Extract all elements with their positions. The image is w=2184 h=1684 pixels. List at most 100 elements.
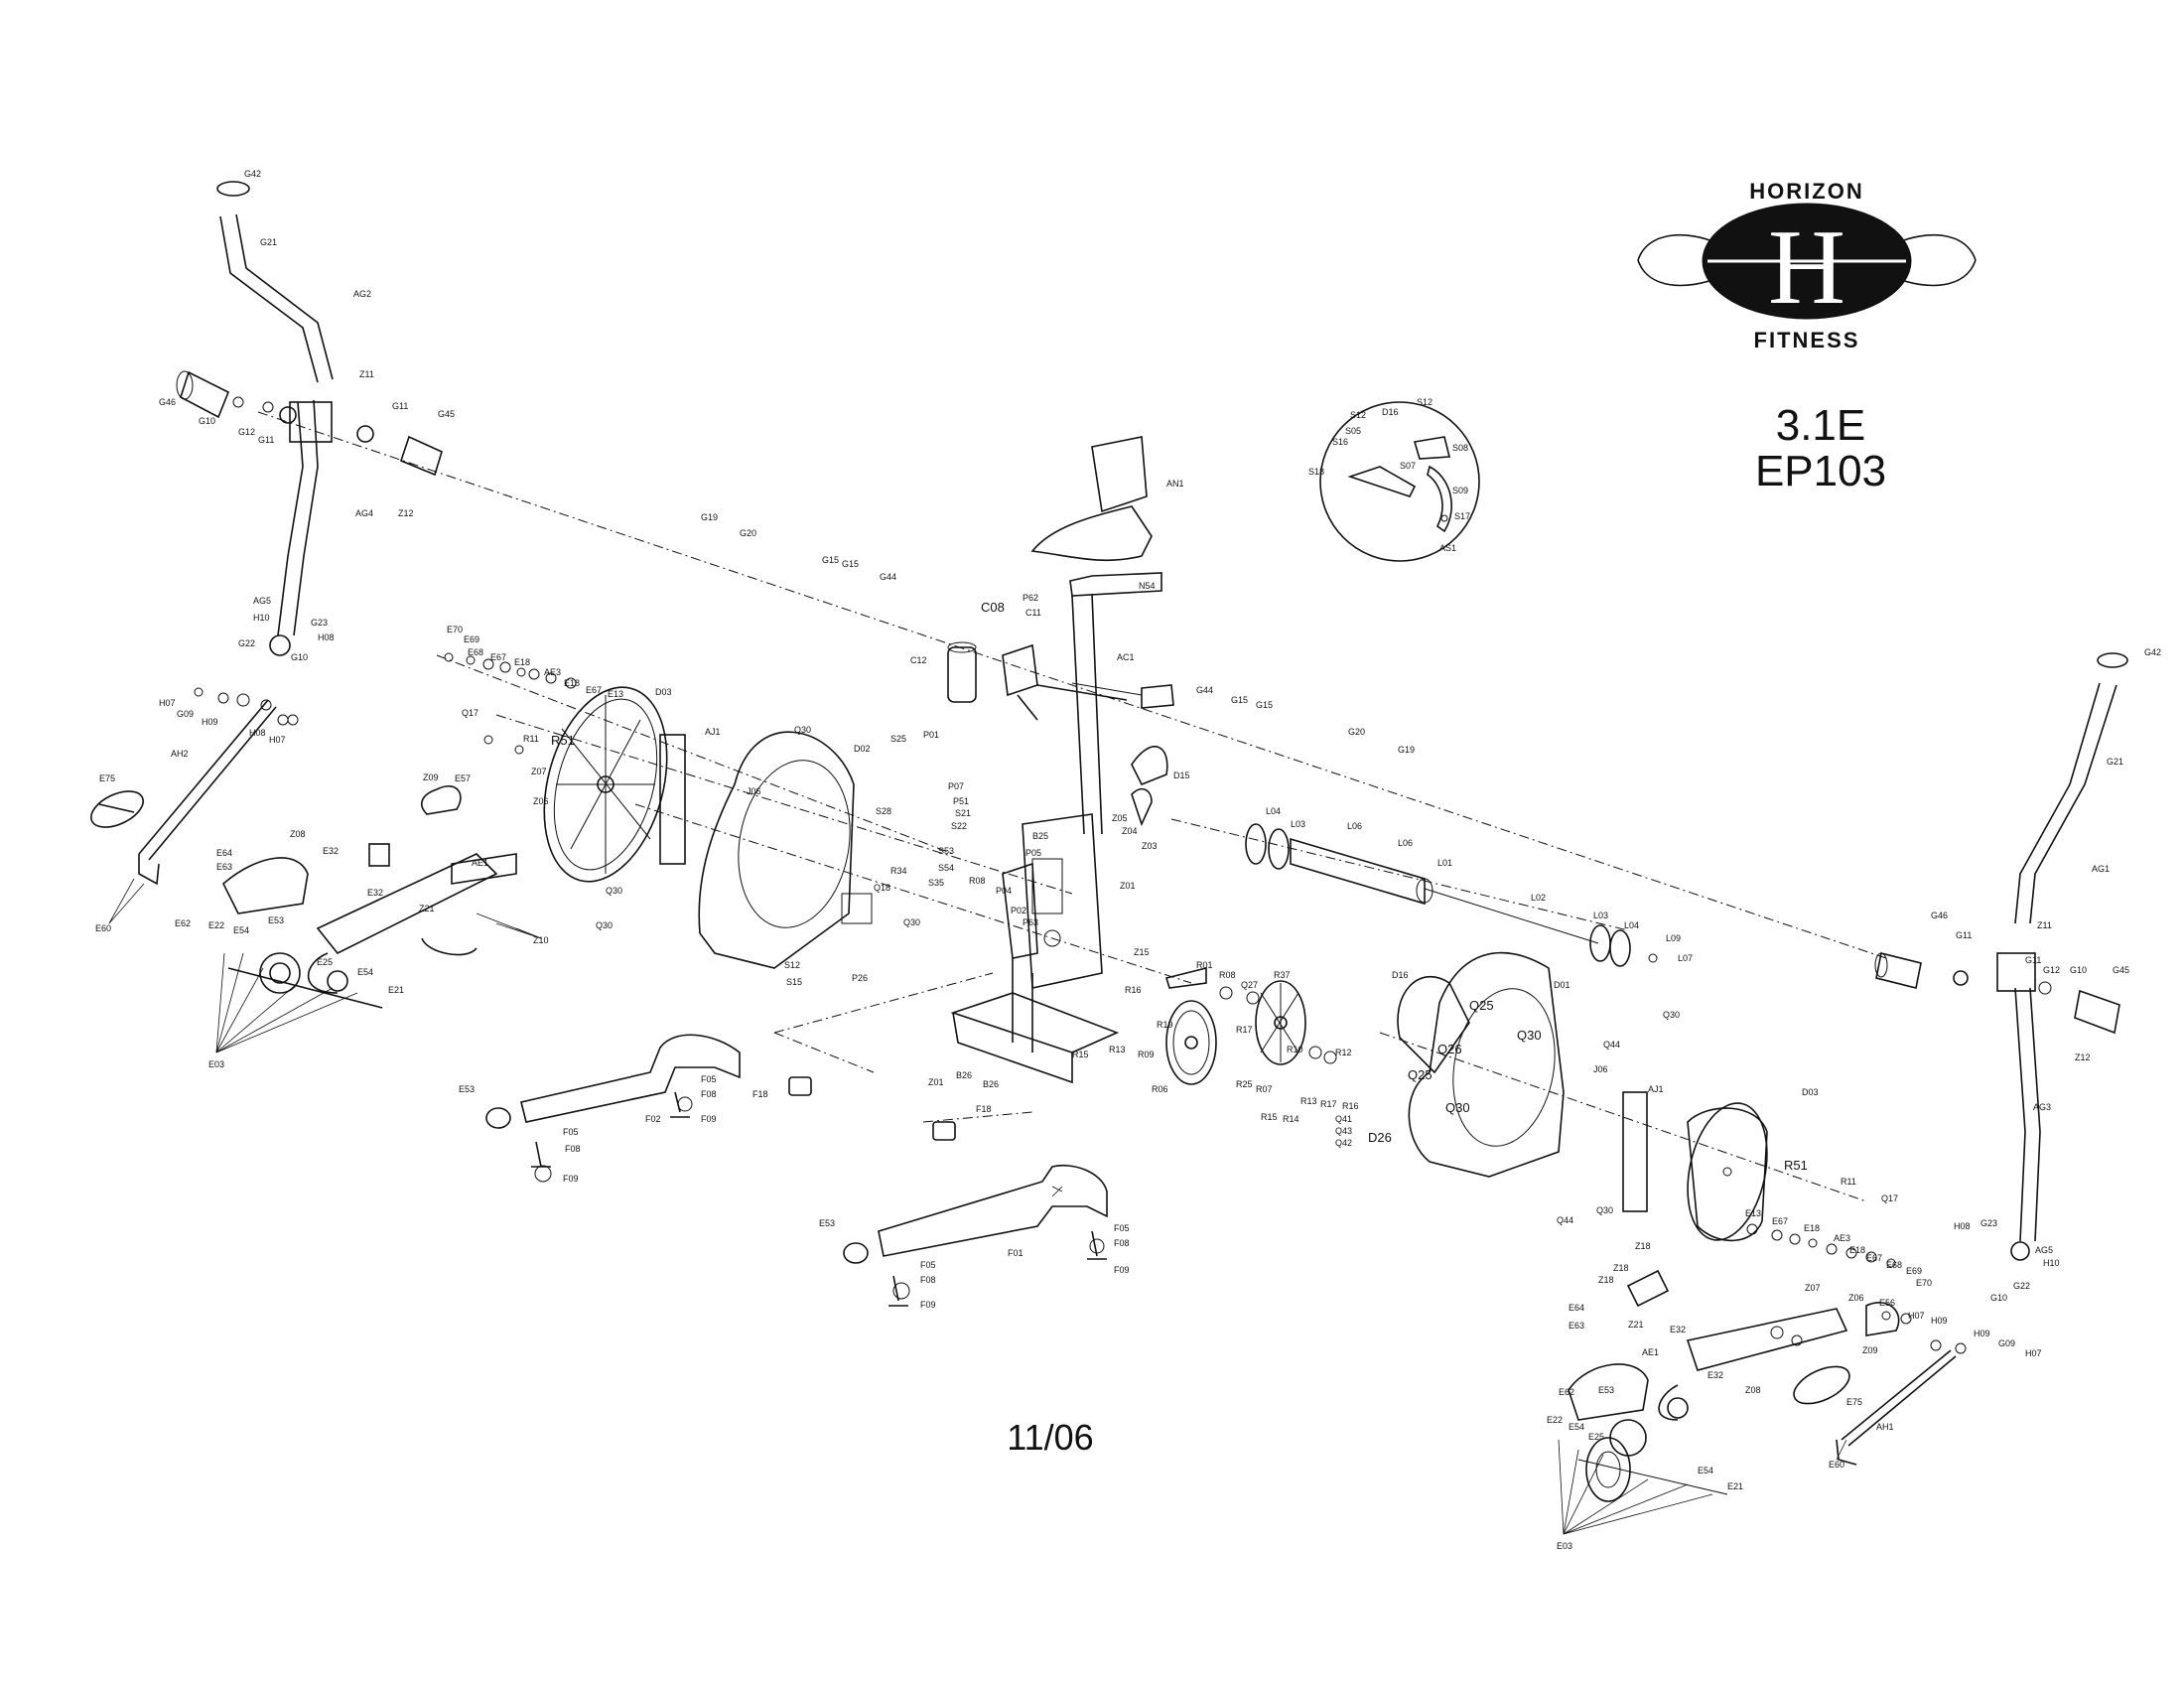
part-label: E63 xyxy=(216,862,232,872)
part-label: AG5 xyxy=(2035,1245,2053,1255)
part-label: E70 xyxy=(1916,1278,1932,1288)
part-label: Z06 xyxy=(533,796,549,806)
revision-date: 11/06 xyxy=(1007,1417,1093,1458)
part-label: S12 xyxy=(1350,410,1366,420)
part-label: G44 xyxy=(880,572,896,582)
part-label: S17 xyxy=(1454,511,1470,521)
part-labels: G42 G21 AG2 Z11 G46 G10 G12 G11 G11 G45 … xyxy=(95,169,2161,1551)
part-label: Z08 xyxy=(290,829,306,839)
part-label: F09 xyxy=(563,1174,579,1184)
part-label: D03 xyxy=(655,687,672,697)
part-label: AG1 xyxy=(2092,864,2110,874)
part-label: L04 xyxy=(1266,806,1281,816)
part-label: S07 xyxy=(1400,461,1416,471)
part-label: Q26 xyxy=(1437,1042,1462,1056)
part-label: H10 xyxy=(253,613,270,623)
part-label: E25 xyxy=(317,957,333,967)
left-flywheel-disc xyxy=(543,686,873,969)
part-label: G11 xyxy=(1956,930,1972,940)
assembly-axis-lines xyxy=(257,411,1887,1202)
part-label: Z10 xyxy=(533,935,549,945)
part-label: E63 xyxy=(1569,1321,1584,1331)
part-label: E64 xyxy=(1569,1303,1584,1313)
part-label: E18 xyxy=(564,678,580,688)
part-label: Z06 xyxy=(1848,1293,1864,1303)
part-label: L03 xyxy=(1593,911,1608,920)
part-label: F09 xyxy=(920,1300,936,1310)
part-label: G42 xyxy=(244,169,261,179)
part-label: E54 xyxy=(1698,1466,1713,1475)
part-label: F08 xyxy=(1114,1238,1130,1248)
part-label: E62 xyxy=(1559,1387,1574,1397)
part-label: E67 xyxy=(586,685,602,695)
part-label: AG4 xyxy=(355,508,373,518)
part-label: E56 xyxy=(1879,1298,1895,1308)
part-label: Q25 xyxy=(1408,1067,1433,1082)
part-label: L03 xyxy=(1291,819,1305,829)
part-label: E54 xyxy=(233,925,249,935)
part-label: G20 xyxy=(1348,727,1365,737)
part-label: E25 xyxy=(1588,1432,1604,1442)
part-label: E62 xyxy=(175,918,191,928)
part-label: Z08 xyxy=(1745,1385,1761,1395)
part-label: S54 xyxy=(938,863,954,873)
part-label: E57 xyxy=(455,773,471,783)
part-label: P04 xyxy=(996,886,1012,896)
part-label: G42 xyxy=(2144,647,2161,657)
part-label: S08 xyxy=(1452,443,1468,453)
right-pedal-arm-assembly xyxy=(1568,1269,1967,1466)
part-label: H08 xyxy=(1954,1221,1971,1231)
part-label: AG2 xyxy=(353,289,371,299)
part-label: S25 xyxy=(890,734,906,744)
part-label: Z21 xyxy=(1628,1320,1644,1330)
part-label: G09 xyxy=(177,709,194,719)
rear-stabilizer xyxy=(485,1034,956,1183)
part-label: G10 xyxy=(199,416,215,426)
part-label: F05 xyxy=(920,1260,936,1270)
part-label: E67 xyxy=(1772,1216,1788,1226)
part-label: P02 xyxy=(1011,906,1026,915)
part-label: G44 xyxy=(1196,685,1213,695)
part-label: B26 xyxy=(983,1079,999,1089)
part-label: Z21 xyxy=(419,904,435,913)
left-crank-hardware xyxy=(444,652,577,755)
part-label: L02 xyxy=(1531,893,1546,903)
part-label: H10 xyxy=(2043,1258,2060,1268)
part-label: P62 xyxy=(1023,593,1038,603)
part-label: L01 xyxy=(1437,858,1452,868)
part-label: R19 xyxy=(1157,1020,1173,1030)
part-label: N54 xyxy=(1139,581,1156,591)
resistance-wheels xyxy=(1164,966,1337,1085)
part-label: G11 xyxy=(258,435,274,445)
front-stabilizer xyxy=(843,1165,1108,1307)
part-label: G20 xyxy=(740,528,756,538)
part-label: E03 xyxy=(1557,1541,1572,1551)
part-label: Z04 xyxy=(1122,826,1138,836)
part-label: Q18 xyxy=(874,883,890,893)
part-label: R06 xyxy=(1152,1084,1168,1094)
part-label: E32 xyxy=(1670,1325,1686,1334)
part-label: H07 xyxy=(159,698,176,708)
part-label: E13 xyxy=(608,689,623,699)
logo-top-word: HORIZON xyxy=(1749,179,1863,204)
part-label: Z18 xyxy=(1613,1263,1629,1273)
left-arm-assembly xyxy=(90,687,383,1009)
right-crank-hardware xyxy=(1746,1223,1896,1268)
part-label: AE3 xyxy=(544,667,561,677)
part-label: E53 xyxy=(459,1084,475,1094)
part-label: Z07 xyxy=(1805,1283,1821,1293)
part-label: Q30 xyxy=(1663,1010,1680,1020)
left-pedal-arm xyxy=(307,785,517,994)
part-label: Q30 xyxy=(1445,1100,1470,1115)
part-label: H08 xyxy=(249,728,266,738)
part-label: E22 xyxy=(1547,1415,1563,1425)
leader-lines xyxy=(108,878,1847,1535)
part-label: Q43 xyxy=(1335,1126,1352,1136)
part-label: R12 xyxy=(1335,1048,1352,1057)
part-label: S53 xyxy=(938,846,954,856)
part-label: AE3 xyxy=(1834,1233,1850,1243)
part-label: E53 xyxy=(1598,1385,1614,1395)
part-label: D01 xyxy=(1554,980,1570,990)
part-label: S09 xyxy=(1452,486,1468,495)
